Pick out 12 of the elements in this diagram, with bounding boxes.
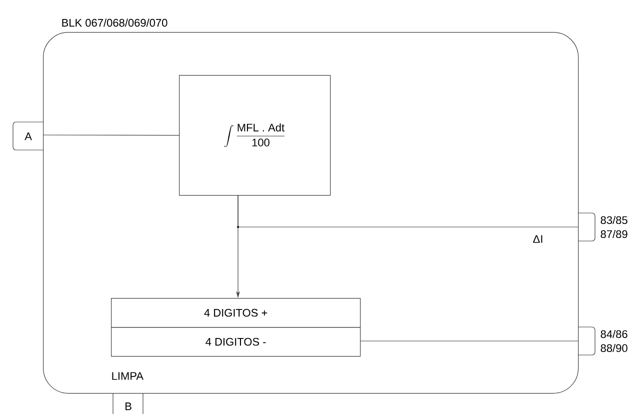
signal-label: LIMPA	[112, 372, 144, 380]
block-title: BLK 067/068/069/070	[62, 18, 168, 27]
counter-box: 4 DIGITOS +	[111, 298, 361, 328]
counter-box: 4 DIGITOS -	[111, 327, 361, 357]
connector	[43, 134, 180, 136]
output-terminal: 84/86 88/90	[578, 326, 628, 356]
edge-label: ΔI	[532, 234, 544, 244]
connector	[360, 340, 578, 342]
input-terminal: A	[12, 122, 44, 150]
output-terminal: 83/85 87/89	[578, 212, 628, 242]
input-terminal: B	[112, 392, 144, 414]
integrator-box: $\int\frac{\mbox{MFL . Adt}}{\mbox{100}}$	[179, 75, 331, 196]
